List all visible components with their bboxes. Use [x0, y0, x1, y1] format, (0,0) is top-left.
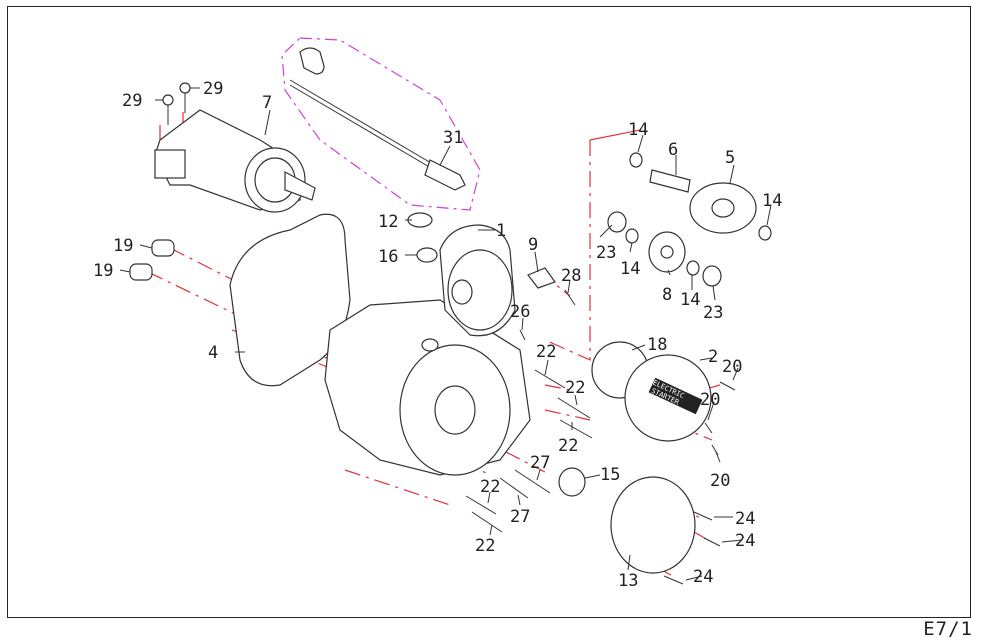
- callout-9: 9: [528, 235, 538, 255]
- screw-29-parts: [162, 82, 191, 125]
- callout-24b: 24: [735, 531, 755, 551]
- callout-6: 6: [668, 140, 678, 160]
- cable-group-outline: [281, 37, 481, 211]
- callout-20a: 20: [722, 357, 742, 377]
- callout-14c: 14: [620, 259, 640, 279]
- callout-29b: 29: [203, 79, 223, 99]
- dowel-pins-19: [129, 239, 175, 281]
- callout-13: 13: [618, 571, 638, 591]
- callout-5: 5: [725, 148, 735, 168]
- callout-labels: 29 29 7 31 12 16 1 9 28 26 14 6 5 14 23 …: [93, 79, 782, 591]
- callout-27b: 27: [510, 507, 530, 527]
- callout-15: 15: [600, 465, 620, 485]
- cover-badge: [648, 377, 703, 415]
- callout-14d: 14: [680, 290, 700, 310]
- callout-22d: 22: [480, 477, 500, 497]
- callout-22b: 22: [565, 378, 585, 398]
- callout-26: 26: [510, 302, 530, 322]
- callout-20b: 20: [700, 390, 720, 410]
- page-reference: E7/1: [923, 618, 973, 640]
- callout-8: 8: [662, 285, 672, 305]
- bolts-group: [465, 289, 593, 533]
- callout-14b: 14: [762, 191, 782, 211]
- callout-22e: 22: [475, 536, 495, 556]
- callout-22c: 22: [558, 436, 578, 456]
- callout-7: 7: [262, 93, 272, 113]
- oring-16-part: [416, 247, 438, 263]
- callout-23a: 23: [596, 243, 616, 263]
- gear-housing-part: [439, 224, 516, 337]
- starter-cable-part: [289, 47, 466, 191]
- callout-31: 31: [443, 128, 463, 148]
- callout-23b: 23: [703, 303, 723, 323]
- callout-24c: 24: [693, 567, 713, 587]
- callout-20c: 20: [710, 471, 730, 491]
- starter-cover-part: ELECTRIC STARTER: [624, 354, 712, 442]
- callout-18: 18: [647, 335, 667, 355]
- callout-19a: 19: [113, 236, 133, 256]
- callout-16: 16: [378, 247, 398, 267]
- oring-15-part: [558, 467, 586, 497]
- callout-1: 1: [496, 221, 506, 241]
- cover-13-part: [610, 476, 696, 574]
- callout-22a: 22: [536, 342, 556, 362]
- bolts-20-24: [663, 381, 736, 585]
- clip-9-part: [527, 267, 556, 289]
- callout-29a: 29: [122, 91, 142, 111]
- callout-27a: 27: [530, 453, 550, 473]
- gear-train-parts: [607, 152, 772, 287]
- starter-motor-part: [154, 109, 316, 213]
- gasket-part: [229, 213, 351, 387]
- crankcase-cover-part: [324, 299, 531, 476]
- callout-14a: 14: [628, 120, 648, 140]
- callout-28: 28: [561, 266, 581, 286]
- callout-12: 12: [378, 212, 398, 232]
- leader-lines: [119, 87, 772, 581]
- callout-4: 4: [208, 343, 218, 363]
- callout-24a: 24: [735, 509, 755, 529]
- diagram-frame: [7, 6, 971, 618]
- callout-2: 2: [708, 347, 718, 367]
- callout-19b: 19: [93, 261, 113, 281]
